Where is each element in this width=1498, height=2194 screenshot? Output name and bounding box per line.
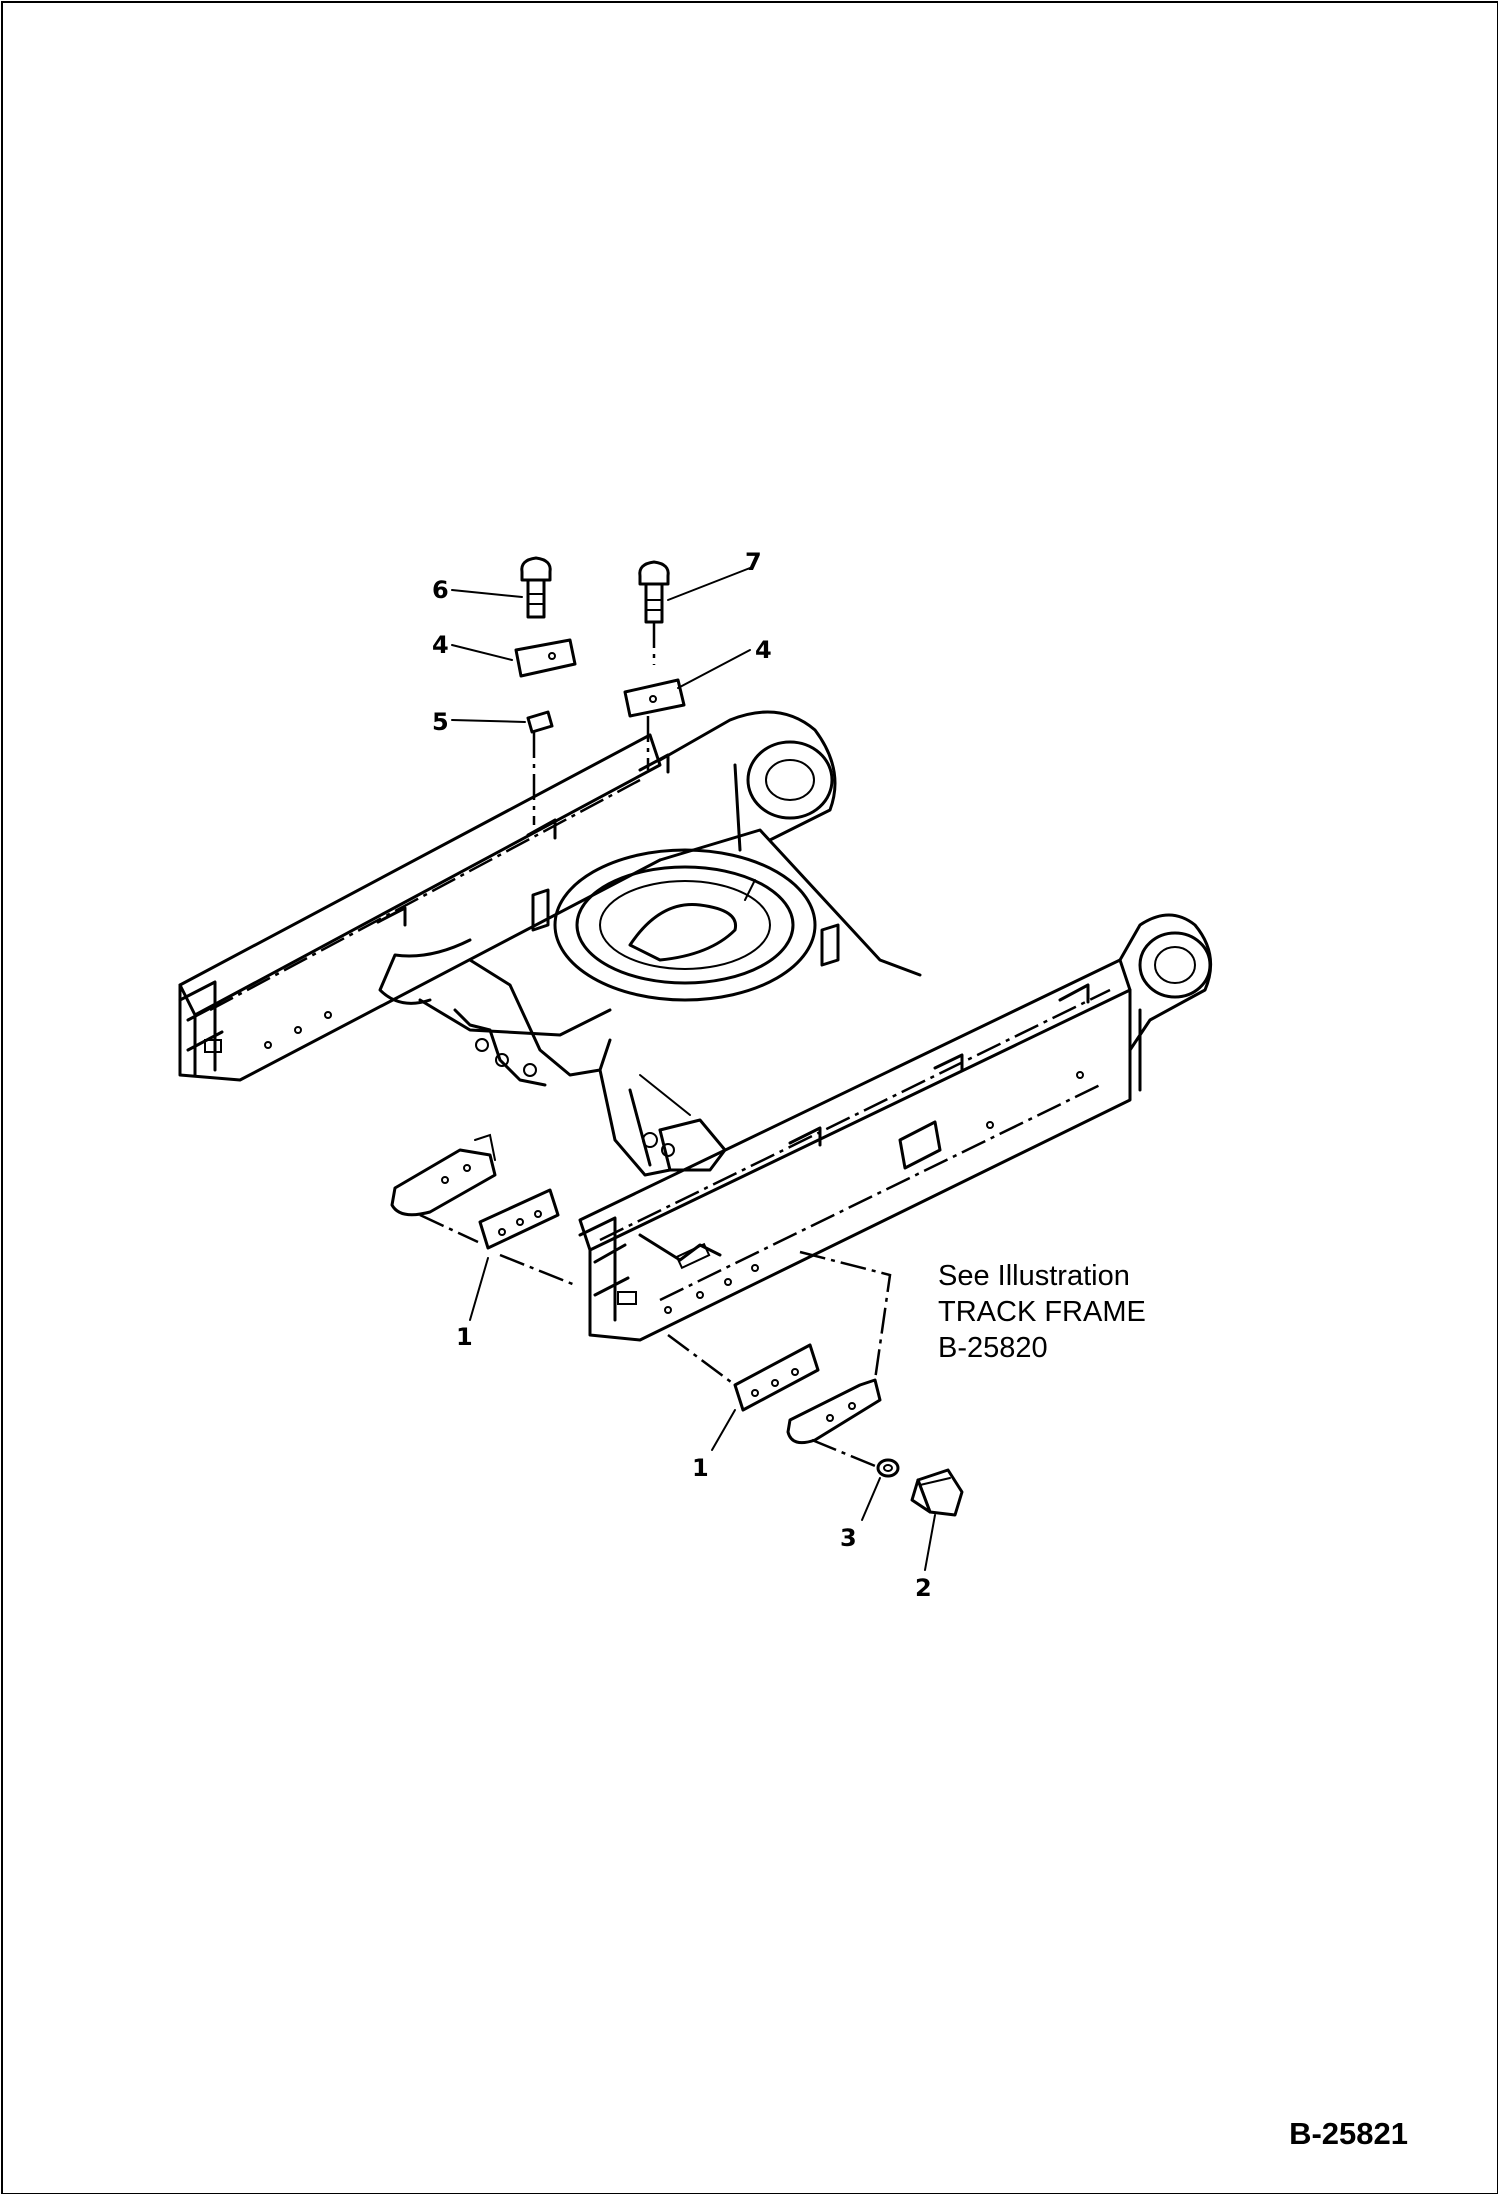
left-track-guard-parts	[390, 1133, 576, 1287]
callout-4-right: 4	[755, 636, 772, 664]
figure-id: B-25821	[1289, 2116, 1408, 2151]
track-frame-body	[178, 710, 1213, 1342]
callout-2: 2	[915, 1574, 932, 1602]
reference-note-line-3: B-25820	[938, 1332, 1048, 1364]
callout-1-right: 1	[692, 1454, 709, 1482]
reference-note: See Illustration TRACK FRAME B-25820	[938, 1258, 1146, 1366]
callout-4-left: 4	[432, 631, 449, 659]
leader-lines	[451, 567, 936, 1571]
callout-numbers: 6 4 5 7 4 1 1 3 2	[432, 548, 932, 1602]
callout-5: 5	[432, 708, 449, 736]
reference-note-line-2: TRACK FRAME	[938, 1296, 1146, 1328]
upper-mounting-parts	[514, 556, 686, 825]
callout-1-left: 1	[456, 1323, 473, 1351]
reference-note-line-1: See Illustration	[938, 1260, 1130, 1292]
callout-7: 7	[745, 548, 762, 576]
right-track-guard-parts	[667, 1250, 964, 1517]
callout-3: 3	[840, 1524, 857, 1552]
callout-6: 6	[432, 576, 449, 604]
